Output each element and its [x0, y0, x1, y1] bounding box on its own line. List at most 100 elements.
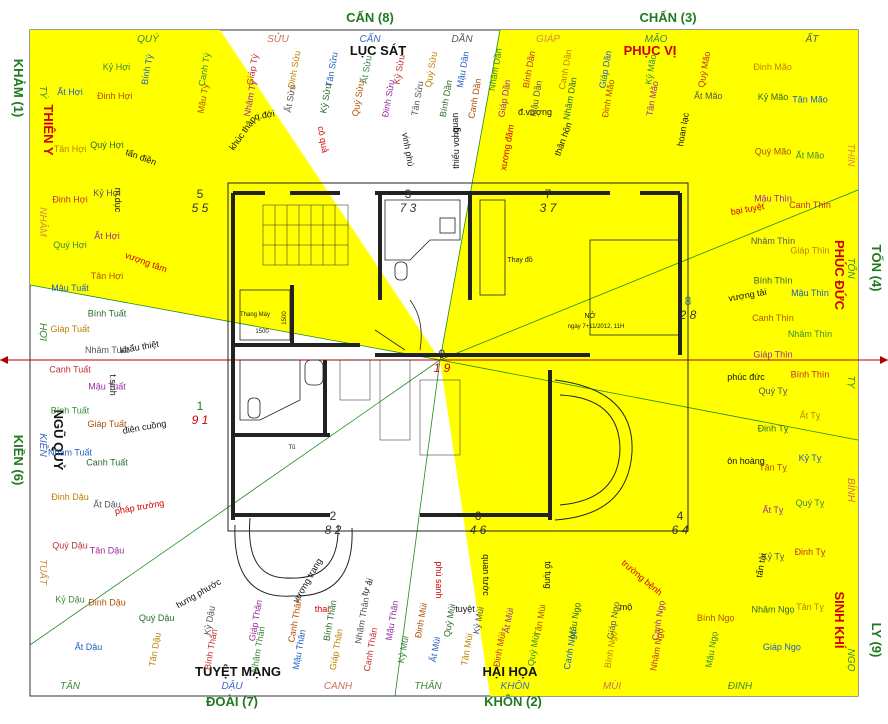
room-bed: NỞ	[584, 311, 595, 320]
can-chi-label: Bính Tuất	[88, 309, 127, 319]
can-chi-label: Ất Hợi	[94, 231, 119, 241]
room-changing: Thay đồ	[507, 255, 532, 264]
edge-bottom-label: TÂN	[60, 679, 81, 692]
can-chi-label: Bính Tuất	[51, 405, 90, 415]
direction-south-right: KHÔN (2)	[484, 694, 542, 709]
inner-note: cô quả	[316, 125, 331, 153]
elevator-height: 1500	[282, 311, 288, 325]
inner-note: đ.vượng	[518, 107, 552, 117]
can-chi-label: Ất Mão	[694, 91, 723, 101]
edge-top-label: QUÝ	[137, 32, 160, 45]
zone-phuc-duc: PHÚC ĐỨC	[832, 240, 847, 311]
can-chi-label: Giáp Tuất	[87, 419, 127, 429]
zone-phuc-vi: PHỤC VỊ	[624, 43, 677, 58]
elevator-width: 1500	[255, 329, 269, 335]
axis-arrow-right	[880, 356, 888, 364]
star-bottom: 4 6	[470, 523, 487, 537]
can-chi-label: Tân Hợi	[54, 144, 86, 154]
bed-date: ngày 7+11/2012, 11H	[568, 324, 625, 330]
star-bottom: 3 7	[540, 201, 558, 215]
can-chi-label: Đinh Dậu	[51, 492, 89, 502]
can-chi-label: Đinh Mão	[753, 62, 792, 72]
edge-left-label: TÝ	[37, 86, 50, 100]
can-chi-label: Quý Tỵ	[796, 498, 825, 508]
edge-top-label: GIÁP	[536, 32, 560, 45]
zone-hai-hoa: HẠI HỌA	[483, 664, 539, 679]
direction-west-bottom: KIỀN (6)	[11, 435, 26, 486]
can-chi-label: Tân Mão	[792, 95, 828, 105]
edge-right-label: TỴ	[845, 376, 856, 390]
can-chi-label: Quý Hợi	[90, 140, 123, 150]
inner-note: ôn hoàng	[727, 456, 765, 466]
zone-tuyet-mang: TUYỆT MẠNG	[195, 664, 281, 679]
can-chi-label: Ất Dậu	[75, 642, 103, 652]
star-bottom: 8 2	[325, 523, 342, 537]
edge-right-label: NGỌ	[845, 649, 856, 672]
star-bottom: 1 9	[434, 361, 451, 375]
can-chi-label: Mậu Tuất	[51, 283, 89, 293]
sector-phuc-duc	[440, 190, 858, 440]
can-chi-label: Canh Tuất	[86, 458, 128, 468]
can-chi-label: Nhâm Tuất	[48, 448, 93, 458]
edge-right-label: TỐN	[845, 257, 858, 279]
edge-top-label: ẤT	[805, 32, 820, 45]
can-chi-label: Đinh Hợi	[97, 91, 132, 101]
inner-note: mộ	[620, 602, 633, 612]
edge-bottom-label: KHÔN	[501, 679, 531, 692]
can-chi-label: Giáp Thìn	[753, 350, 792, 360]
can-chi-label: Canh Thìn	[789, 200, 831, 210]
edge-right-label: BÍNH	[845, 478, 858, 503]
can-chi-label: Kỷ Hợi	[93, 188, 120, 198]
star-top: 2	[330, 509, 337, 523]
star-top: 1	[197, 399, 204, 413]
direction-west-top: KHẢM (1)	[11, 59, 26, 118]
can-chi-label: Tân Dậu	[90, 545, 125, 555]
edge-left-label: KIỀN	[37, 433, 50, 457]
edge-left-label: TUẤT	[37, 559, 50, 586]
can-chi-label: Tân Hợi	[91, 271, 123, 281]
edge-bottom-label: CANH	[324, 681, 353, 692]
zone-sinh-khi: SINH KHÍ	[832, 591, 847, 648]
inner-note: t.sinh	[108, 374, 118, 396]
zone-thien-y: THIÊN Y	[41, 104, 56, 155]
can-chi-label: Giáp Ngọ	[763, 642, 801, 652]
can-chi-label: Ất Sửu	[283, 84, 298, 113]
elevator-label: Thang Máy	[240, 312, 270, 318]
edge-bottom-label: DẬU	[221, 679, 243, 692]
can-chi-label: Quý Tỵ	[759, 386, 788, 396]
can-chi-label: Bính Thìn	[791, 370, 830, 380]
can-chi-label: Nhâm Thìn	[751, 236, 795, 246]
can-chi-label: Giáp Tuất	[50, 324, 90, 334]
can-chi-label: Canh Tuất	[49, 365, 91, 375]
star-bottom: 5 5	[192, 201, 209, 215]
can-chi-label: Kỷ Mùi	[396, 635, 411, 664]
can-chi-label: Kỷ Tỵ	[799, 453, 822, 463]
edge-top-label: MÃO	[645, 32, 668, 45]
edge-left-label: NHÂM	[37, 207, 50, 237]
edge-bottom-label: THÂN	[414, 679, 442, 692]
star-bottom: 6 4	[672, 523, 689, 537]
can-chi-label: Ất Mùi	[501, 607, 515, 634]
sector-sinh-khi	[440, 360, 858, 696]
can-chi-label: Nhâm Tuất	[85, 345, 130, 355]
can-chi-label: Kỷ Mùi	[471, 606, 486, 635]
inner-note: phú sanh	[434, 561, 444, 598]
line-e	[439, 359, 859, 441]
star-bottom: 2 8	[679, 308, 697, 322]
can-chi-label: Ất Mùi	[428, 636, 442, 663]
can-chi-label: Ất Tỵ	[800, 411, 821, 421]
star-top: 4	[677, 509, 684, 523]
can-chi-label: Kỷ Mão	[758, 92, 789, 102]
star-top: 8	[685, 294, 692, 308]
inner-note: m.dục	[113, 188, 123, 213]
can-chi-label: Nhâm Thìn	[788, 329, 832, 339]
can-chi-label: Quý Dậu	[139, 613, 175, 623]
sector-hai-hoa	[440, 360, 665, 696]
can-chi-label: Kỷ Hợi	[103, 62, 130, 72]
can-chi-label: Mậu Thìn	[791, 288, 829, 298]
line-ne	[439, 189, 859, 361]
can-chi-label: Bính Thìn	[754, 276, 793, 286]
star-top: 9	[439, 347, 446, 361]
